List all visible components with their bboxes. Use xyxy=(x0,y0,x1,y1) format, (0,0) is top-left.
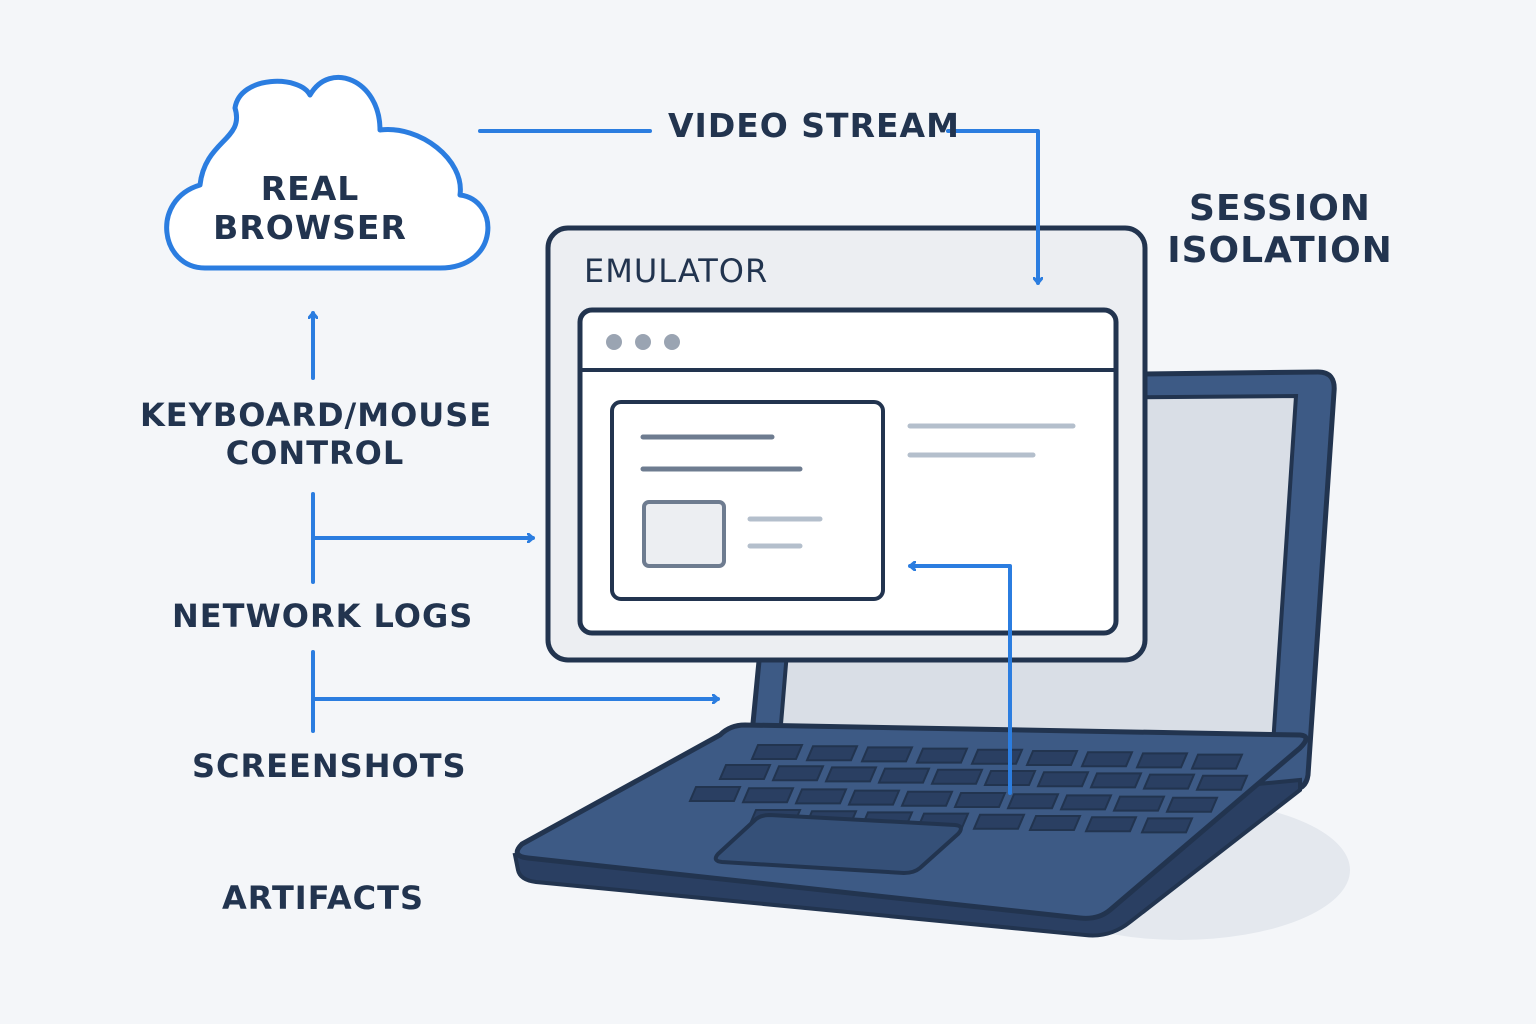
keyboard-key xyxy=(1142,773,1196,790)
window-dot-1 xyxy=(606,334,622,350)
artifacts-label: ARTIFACTS xyxy=(222,879,425,917)
window-dot-3 xyxy=(664,334,680,350)
real-browser-label: REAL BROWSER xyxy=(210,169,410,248)
real-browser-label-line2: BROWSER xyxy=(213,207,407,247)
keyboard-key xyxy=(741,787,795,804)
network-logs-label: NETWORK LOGS xyxy=(172,597,474,635)
session-isolation-label-line2: ISOLATION xyxy=(1167,230,1393,272)
cloud-icon xyxy=(164,75,491,271)
browser-window-icon xyxy=(545,225,1148,663)
keyboard-key xyxy=(1195,774,1249,791)
keyboard-key xyxy=(1089,772,1143,789)
keyboard-key xyxy=(972,813,1026,830)
keyboard-key xyxy=(1006,793,1060,810)
keyboard-key xyxy=(860,746,914,763)
real-browser-label-line1: REAL xyxy=(260,169,360,208)
keyboard-key xyxy=(877,767,931,784)
keyboard-key xyxy=(1028,815,1082,831)
keyboard-key xyxy=(953,792,1007,808)
session-isolation-label: SESSION ISOLATION xyxy=(1160,188,1400,273)
keyboard-key xyxy=(805,745,859,762)
keyboard-key xyxy=(794,788,848,805)
keyboard-key xyxy=(1036,771,1090,788)
laptop-to-emulator-arrow xyxy=(908,566,1012,795)
keyboard-key xyxy=(1190,753,1244,770)
keyboard-key xyxy=(688,786,742,802)
keyboard-key xyxy=(1084,816,1138,833)
window-dot-2 xyxy=(635,334,651,350)
keyboard-key xyxy=(824,766,878,783)
keyboard-key xyxy=(718,764,772,780)
keyboard-key xyxy=(1140,817,1194,834)
keyboard-mouse-control-label: KEYBOARD/MOUSE CONTROL xyxy=(140,396,493,473)
card-image-placeholder xyxy=(642,500,726,568)
laptop-touchpad xyxy=(713,812,963,876)
keyboard-key xyxy=(1165,796,1219,813)
video-stream-arrow xyxy=(946,129,1038,285)
keyboard-key xyxy=(847,789,901,806)
keyboard-key xyxy=(771,765,825,782)
keyboard-mouse-label-line2: CONTROL xyxy=(225,433,405,472)
keyboard-key xyxy=(1112,795,1166,812)
keyboard-key xyxy=(915,747,969,764)
keyboard-key xyxy=(1080,751,1134,768)
keyboard-mouse-label-line1: KEYBOARD/MOUSE xyxy=(140,396,493,434)
keyboard-key xyxy=(930,768,984,785)
keyboard-key xyxy=(1025,750,1079,766)
keyboard-key xyxy=(900,790,954,807)
keyboard-key xyxy=(1059,794,1113,811)
screenshots-label: SCREENSHOTS xyxy=(192,747,467,785)
keyboard-key xyxy=(750,744,804,760)
keyboard-key xyxy=(970,748,1024,765)
keyboard-key xyxy=(1135,752,1189,769)
emulator-label: EMULATOR xyxy=(584,252,769,290)
video-stream-label: VIDEO STREAM xyxy=(668,106,960,145)
session-isolation-label-line1: SESSION xyxy=(1189,188,1371,229)
